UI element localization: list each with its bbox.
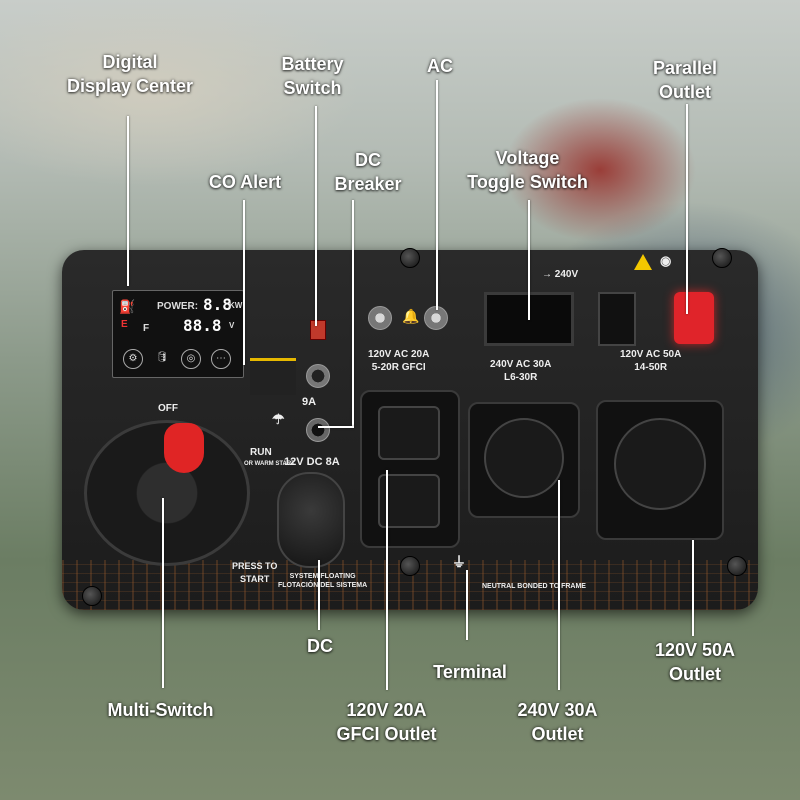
dc-breaker-rating: 9A: [302, 396, 317, 408]
l630-label: 240V AC 30A L6-30R: [490, 359, 552, 383]
parallel-outlet-red[interactable]: [674, 292, 714, 344]
battery-switch[interactable]: [310, 320, 326, 340]
co-alert-sticker: [250, 358, 296, 395]
manual-icon: ◉: [660, 253, 672, 268]
label-ac: AC: [427, 56, 453, 76]
fuel-pump-icon: ⛽: [119, 299, 136, 314]
knob-red-grip: [164, 423, 204, 473]
label-dc-outlet: DC: [307, 636, 333, 656]
callout-line-dc-breaker-h: [318, 426, 354, 428]
label-co-alert: CO Alert: [208, 172, 282, 192]
screw: [82, 586, 102, 606]
screw: [712, 248, 732, 268]
label-14-50r: 120V AC 50A 14-50R: [620, 349, 682, 373]
dc-breaker-button[interactable]: [306, 418, 330, 442]
label-120v-50a: 120V 50A Outlet: [654, 640, 736, 684]
screw: [727, 556, 747, 576]
callout-line-ac: [436, 80, 438, 310]
label-parallel-outlet: Parallel Outlet: [652, 58, 718, 102]
knob-run-label: RUN: [250, 447, 272, 458]
menu-dots-icon[interactable]: ⋯: [211, 349, 231, 369]
system-floating-label: SYSTEM FLOATING FLOTACIÓN DEL SISTEMA: [278, 573, 368, 589]
second-value: 88.8: [183, 316, 222, 335]
callout-line-battery: [315, 106, 317, 326]
callout-line-50a: [692, 540, 694, 636]
callout-line-dc: [318, 560, 320, 630]
callout-line-co: [243, 200, 245, 365]
knob-press-label: PRESS TO START: [232, 561, 278, 584]
fuel-e-letter: E: [121, 319, 128, 330]
outlet-14-50r-socket[interactable]: [614, 418, 706, 510]
screw: [400, 556, 420, 576]
gfci-socket-top[interactable]: [378, 406, 440, 460]
gfci-socket-bottom[interactable]: [378, 474, 440, 528]
toggle-240v-label: → 240V: [542, 269, 579, 280]
cycle-icon[interactable]: ◎: [181, 349, 201, 369]
parallel-outlet-port[interactable]: [598, 292, 636, 346]
power-unit: KW: [229, 301, 243, 310]
label-digital-display-center: Digital Display Center: [66, 52, 194, 96]
l6-30r-outlet[interactable]: [468, 402, 580, 518]
callout-line-display: [127, 116, 129, 286]
umbrella-icon: ☂: [272, 411, 285, 427]
oil-can-icon: 🛢: [155, 352, 169, 363]
label-battery-switch: Battery Switch: [281, 54, 344, 98]
label-120v-20a-gfci: 120V 20A GFCI Outlet: [336, 700, 437, 744]
knob-run-sublabel: OR WARM START: [244, 461, 295, 467]
co-alert-light: [306, 364, 330, 388]
gfci-outlet-20a[interactable]: [360, 390, 460, 548]
dc-outlet-label: 12V DC 8A: [284, 456, 340, 468]
callout-line-terminal: [466, 570, 468, 640]
multi-switch-knob[interactable]: [84, 420, 250, 566]
second-unit: V: [229, 321, 235, 330]
fuel-f-letter: F: [143, 323, 150, 334]
label-grounding-terminal: Terminal: [433, 662, 507, 682]
callout-line-gfci: [386, 470, 388, 690]
label-voltage-toggle-switch: Voltage Toggle Switch: [467, 148, 588, 192]
callout-line-parallel: [686, 104, 688, 314]
generator-control-panel: ⛽ POWER: 8.8 KW E F 88.8 V ⚙ 🛢 ◎ ⋯ 9A ☂ …: [62, 248, 758, 610]
callout-line-toggle: [528, 200, 530, 320]
label-multi-switch: Multi-Switch: [107, 700, 214, 720]
label-240v-30a: 240V 30A Outlet: [517, 700, 598, 744]
bell-icon: 🔔: [402, 308, 420, 324]
callout-line-dc-breaker: [352, 200, 354, 426]
power-value: 8.8: [203, 295, 232, 314]
engine-icon[interactable]: ⚙: [123, 349, 143, 369]
warning-icon: [634, 254, 652, 270]
gfci-label: 120V AC 20A 5-20R GFCI: [368, 349, 430, 373]
neutral-bonded-label: NEUTRAL BONDED TO FRAME: [482, 583, 586, 590]
callout-line-30a: [558, 480, 560, 690]
knob-off-label: OFF: [158, 403, 178, 414]
digital-display: ⛽ POWER: 8.8 KW E F 88.8 V ⚙ 🛢 ◎ ⋯: [112, 290, 244, 378]
callout-line-multiswitch: [162, 498, 164, 688]
dc-outlet-cap[interactable]: [277, 472, 345, 568]
label-dc-breaker: DC Breaker: [334, 150, 402, 194]
outlet-14-50r[interactable]: [596, 400, 724, 540]
ac-breaker-left[interactable]: [368, 306, 392, 330]
l6-30r-socket[interactable]: [484, 418, 564, 498]
screw: [400, 248, 420, 268]
ground-icon: ⏚: [452, 554, 466, 570]
power-label: POWER:: [157, 301, 199, 312]
